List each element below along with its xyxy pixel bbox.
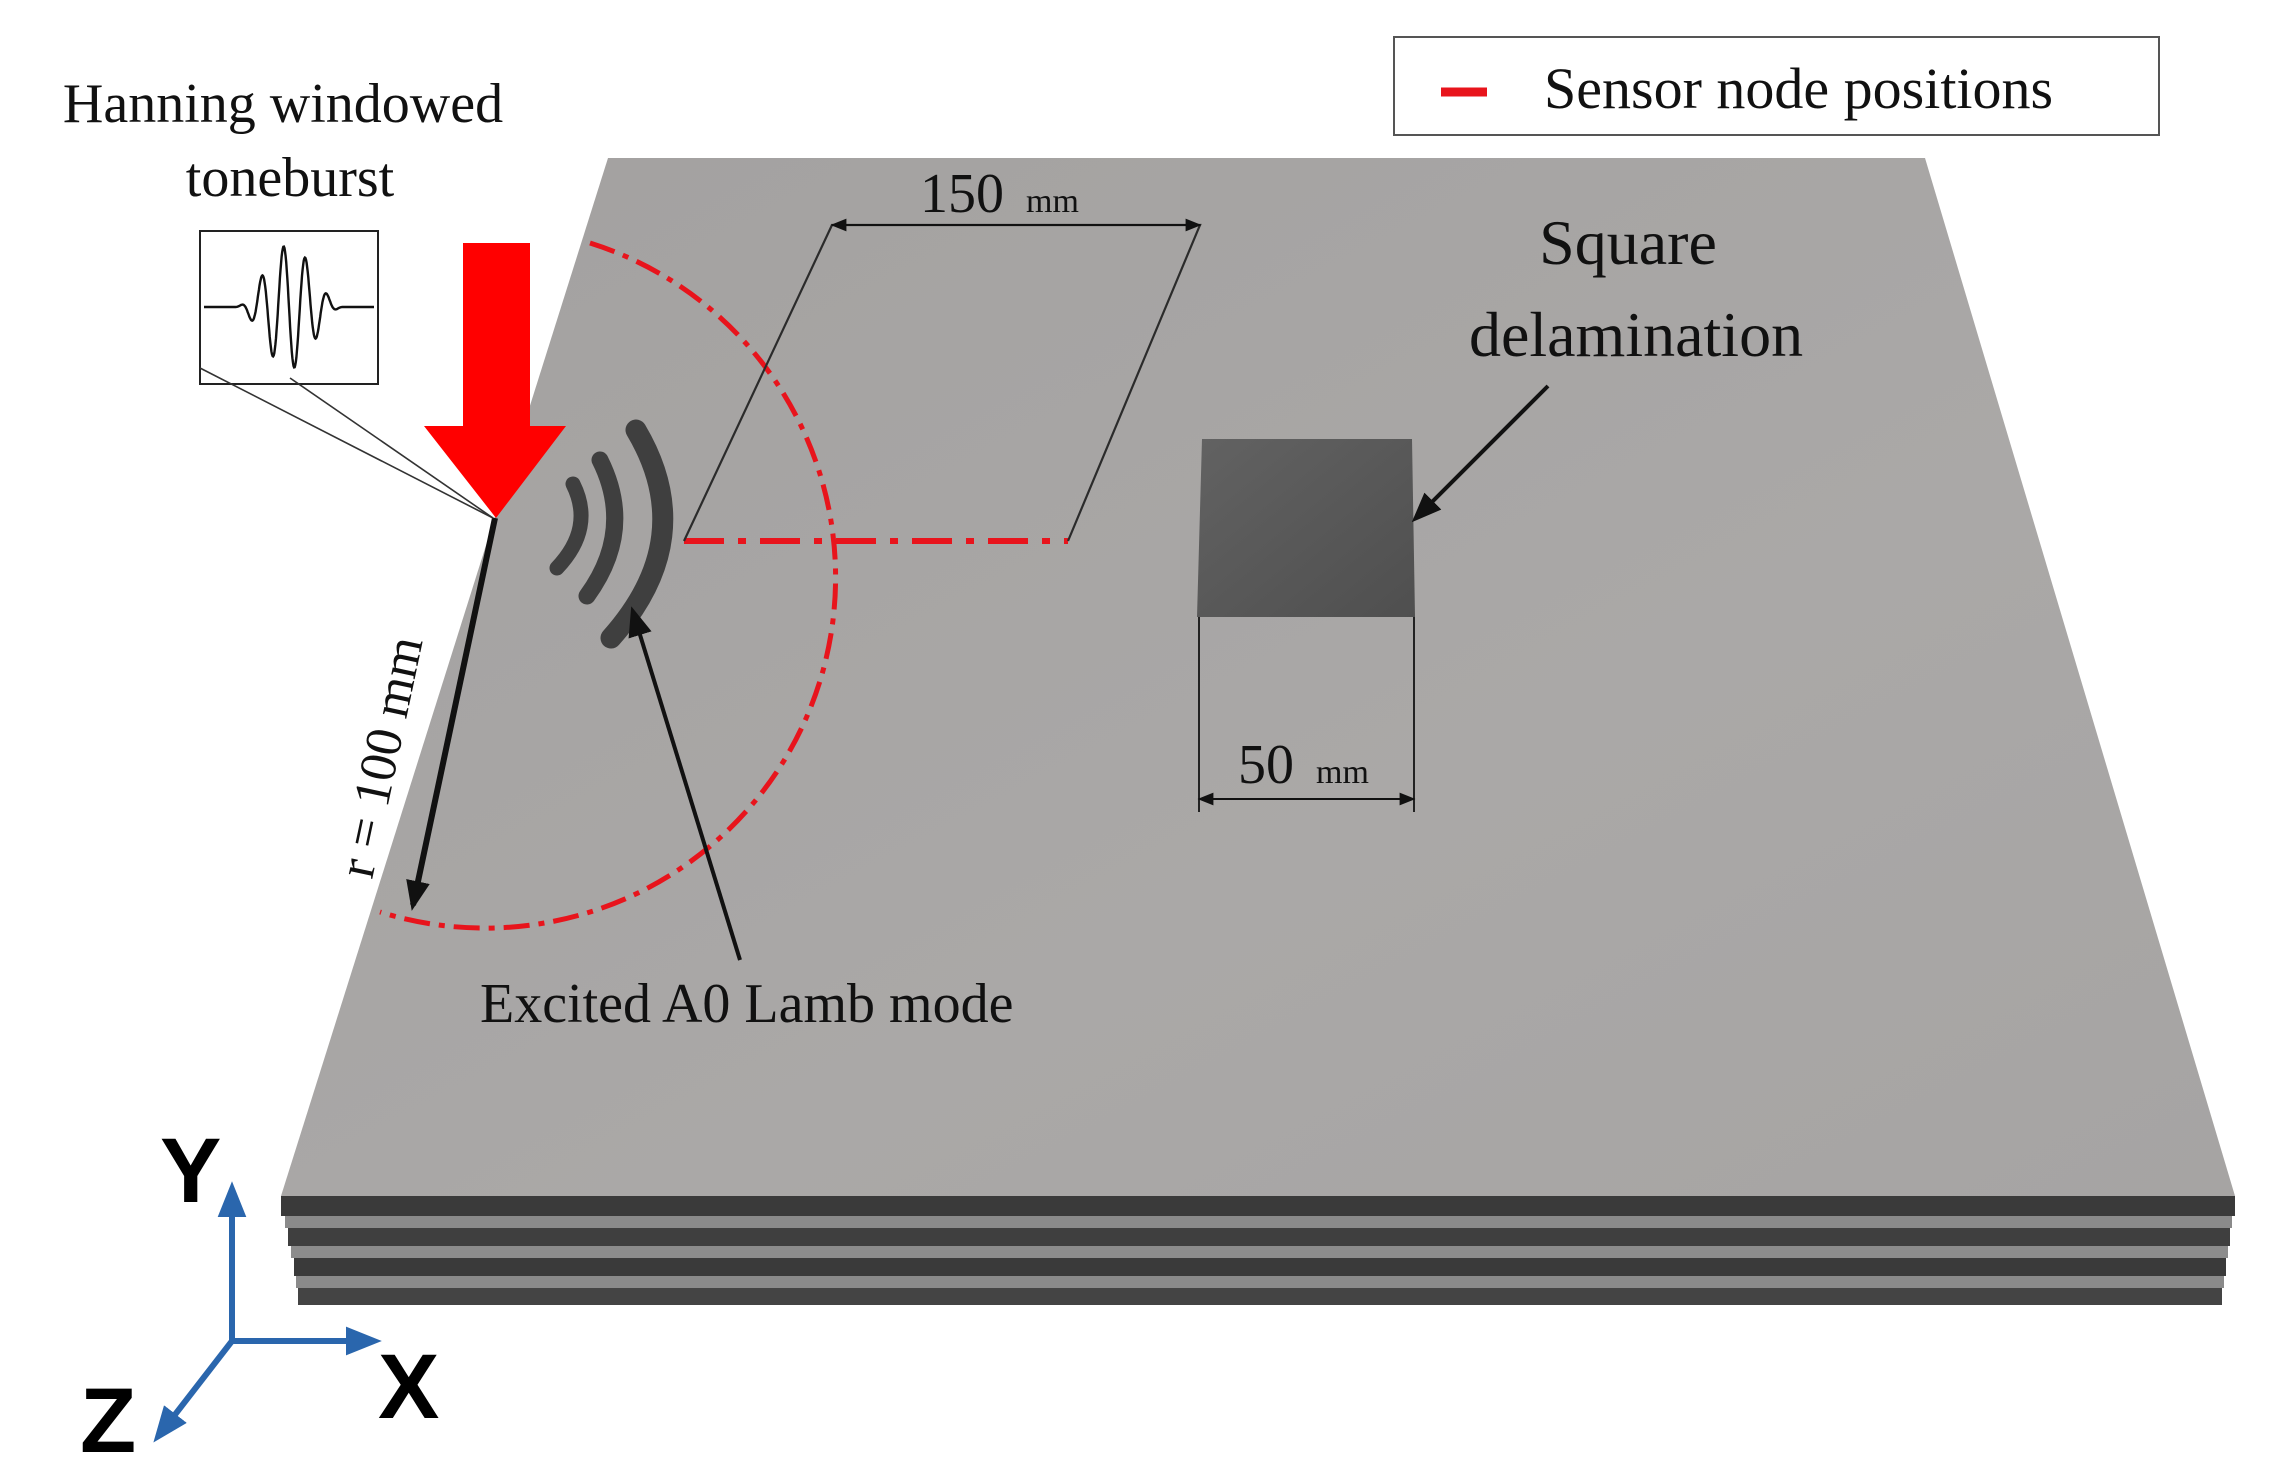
lamb-mode-pointer: [628, 606, 742, 961]
z-axis-arrow: [153, 1339, 235, 1443]
toneburst-leader-2: [289, 377, 494, 519]
toneburst-label: Hanning windowed toneburst: [63, 73, 517, 209]
coordinate-axes: Y X Z: [80, 1120, 439, 1472]
dimension-50-label: 50 mm: [1238, 734, 1369, 796]
delamination-label: Square delamination: [1469, 207, 1803, 370]
plate-top-surface: [281, 158, 2235, 1196]
legend-label: Sensor node positions: [1544, 56, 2053, 121]
delamination-pointer: [1411, 384, 1550, 523]
wave-arc-2: [578, 451, 624, 605]
toneburst-signal: [204, 245, 374, 369]
excitation-arrow: [424, 243, 566, 518]
radius-arrow: [406, 517, 498, 911]
legend-box: [1393, 36, 2160, 136]
sensor-arc: [379, 240, 839, 931]
dimension-150-label: 150 mm: [920, 163, 1079, 225]
y-axis-label: Y: [160, 1120, 221, 1222]
toneburst-leader-1: [199, 367, 494, 519]
wave-arc-1: [549, 476, 589, 576]
square-delamination: [1197, 439, 1415, 617]
lamb-mode-label: Excited A0 Lamb mode: [480, 973, 1013, 1035]
plate-side-layers: [281, 1196, 2235, 1305]
x-axis-label: X: [378, 1336, 439, 1438]
legend: Sensor node positions: [1393, 36, 2160, 136]
z-axis-label: Z: [80, 1370, 136, 1472]
